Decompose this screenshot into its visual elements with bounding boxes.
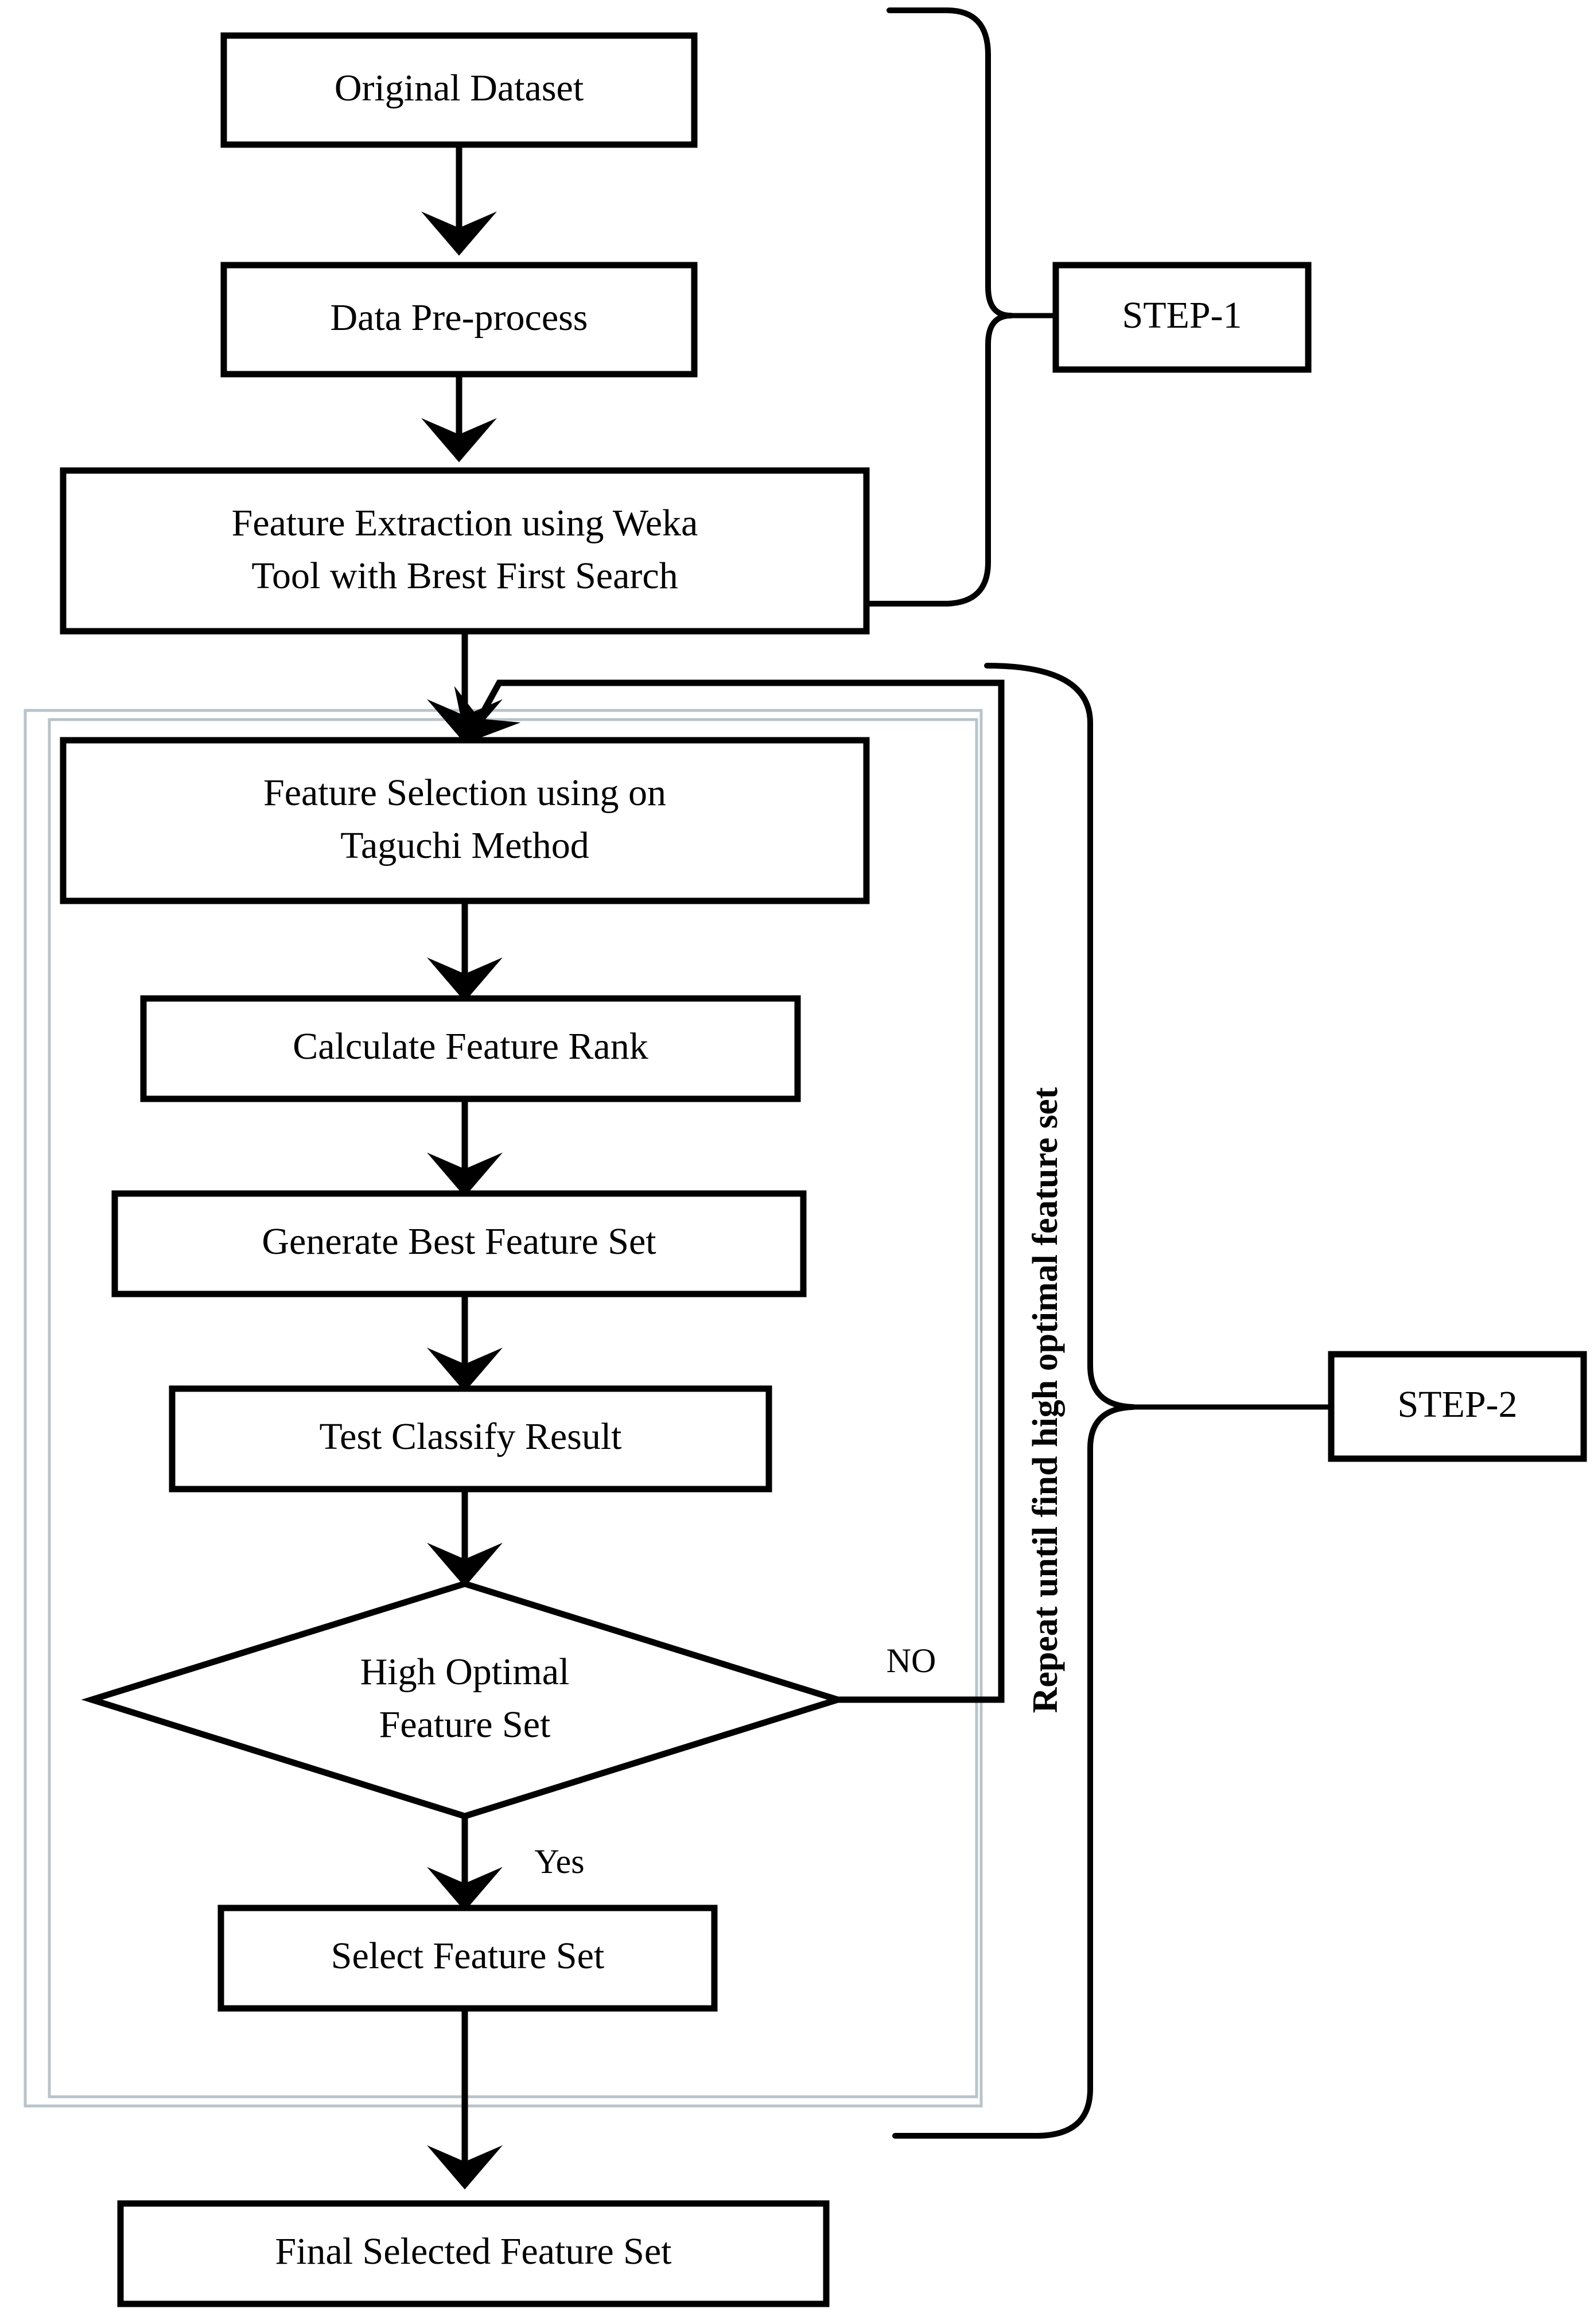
- node-feature-extraction-box[interactable]: [60, 467, 870, 635]
- loop-note-label: Repeat until find high optimal feature s…: [1026, 1087, 1065, 1713]
- node-select-feature-set-box[interactable]: [217, 1905, 718, 2012]
- step2-label-box[interactable]: [1328, 1351, 1587, 1462]
- node-final-selected-box[interactable]: [117, 2200, 830, 2307]
- edge-label-no: NO: [887, 1642, 936, 1680]
- step2-label: STEP-2: [1397, 1383, 1517, 1425]
- node-final-selected-label: Final Selected Feature Set: [275, 2230, 672, 2272]
- node-calculate-rank-box[interactable]: [140, 995, 801, 1102]
- node-test-classify-label: Test Classify Result: [319, 1416, 621, 1458]
- node-decision-diamond[interactable]: [81, 1580, 849, 1820]
- step1-label-box[interactable]: [1052, 262, 1312, 373]
- node-calculate-rank-label: Calculate Feature Rank: [293, 1025, 648, 1067]
- node-feature-extraction-label-line2: Tool with Brest First Search: [251, 555, 678, 597]
- node-generate-best-label: Generate Best Feature Set: [262, 1221, 656, 1262]
- step1-label: STEP-1: [1122, 294, 1242, 336]
- node-select-feature-set-label: Select Feature Set: [331, 1935, 605, 1977]
- step1-brace: [864, 7, 1014, 607]
- node-feature-extraction-label-line1: Feature Extraction using Weka: [232, 502, 698, 544]
- node-decision-label-line2: Feature Set: [379, 1704, 551, 1746]
- node-original-dataset-label: Original Dataset: [335, 67, 584, 109]
- node-feature-selection-box[interactable]: [60, 737, 870, 904]
- node-generate-best-box[interactable]: [111, 1190, 807, 1297]
- node-data-preprocess-box[interactable]: [220, 262, 698, 378]
- node-decision-label-line1: High Optimal: [360, 1651, 570, 1693]
- step2-brace: [892, 663, 1136, 2139]
- edge-label-yes: Yes: [534, 1843, 584, 1880]
- node-test-classify-box[interactable]: [169, 1385, 772, 1493]
- edge-decision-no-loopback: [454, 679, 1005, 1703]
- node-data-preprocess-label: Data Pre-process: [331, 297, 588, 339]
- node-feature-selection-label-line2: Taguchi Method: [340, 825, 589, 866]
- node-original-dataset-box[interactable]: [220, 32, 698, 148]
- node-feature-selection-label-line1: Feature Selection using on: [263, 772, 666, 814]
